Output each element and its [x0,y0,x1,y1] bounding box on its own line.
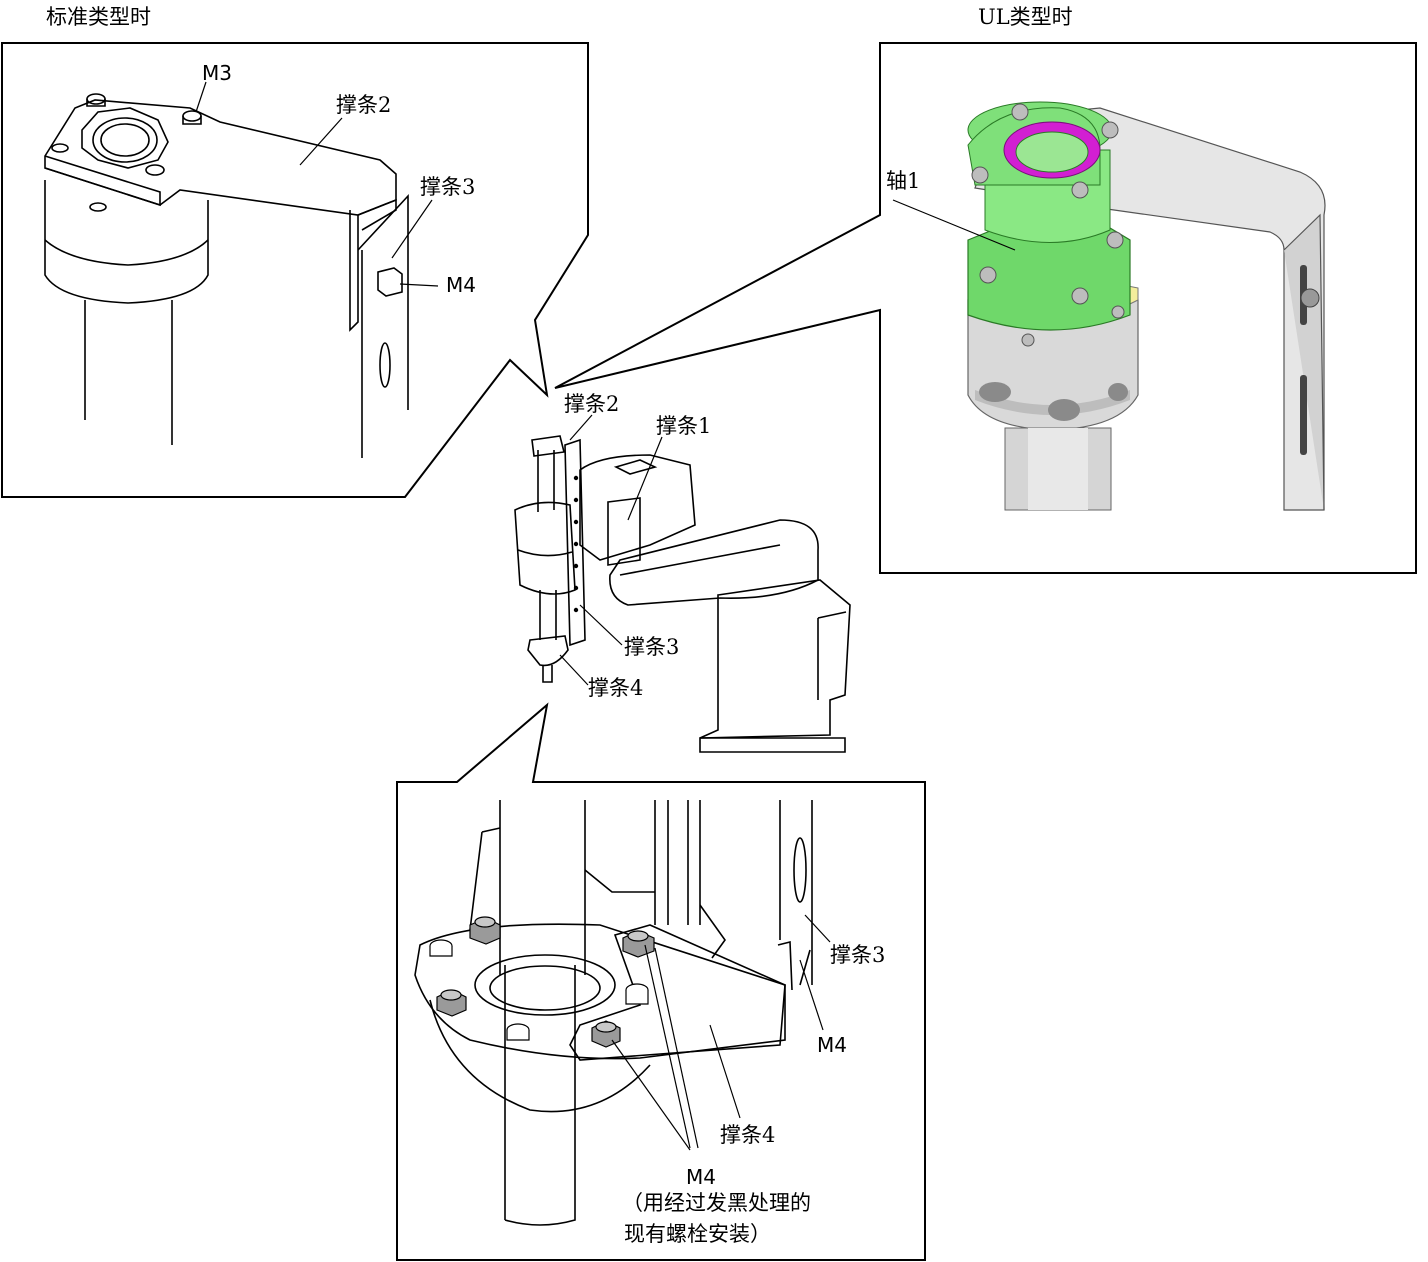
label-m4-bottom: M4 [686,1165,716,1189]
label-shaft1: 轴1 [886,169,920,193]
label-strut2: 撑条2 [564,392,619,416]
bolt-icon [971,103,1125,347]
bolt-icon [51,93,202,212]
label-strut3-detail: 撑条3 [420,175,475,199]
label-strut2-detail: 撑条2 [336,93,391,117]
label-m3: M3 [202,61,232,85]
label-strut1: 撑条1 [656,414,711,438]
callout-standard-type: M3 撑条2 撑条3 M4 [1,42,589,498]
label-strut3: 撑条3 [624,635,679,659]
label-strut3-bottom: 撑条3 [830,943,885,967]
heading-standard-type: 标准类型时 [46,5,151,29]
note-line1: （用经过发黑处理的 [622,1191,811,1215]
note-line2: 现有螺栓安装） [624,1222,771,1246]
callout-strut4-detail: 撑条3 M4 撑条4 M4 （用经过发黑处理的 现有螺栓安装） [396,702,926,1261]
heading-ul-type: UL类型时 [978,5,1073,29]
label-strut4: 撑条4 [588,676,643,700]
slot-icon [1300,265,1320,455]
label-m4-right: M4 [817,1033,847,1057]
label-m4-top: M4 [446,273,476,297]
label-strut4-bottom: 撑条4 [720,1123,775,1147]
scara-robot: 撑条2 撑条1 撑条3 撑条4 [514,392,851,753]
callout-ul-type: 轴1 [554,42,1417,574]
